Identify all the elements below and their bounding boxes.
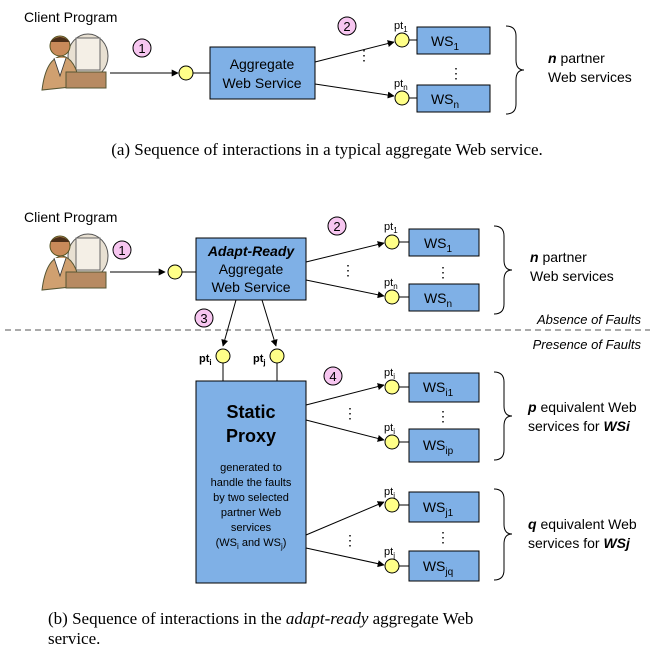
port-label-jq: ptj xyxy=(384,546,395,560)
wsj1-label: WSj1 xyxy=(423,499,454,519)
step-4-number: 4 xyxy=(329,369,336,384)
wsj1-box xyxy=(408,491,480,523)
ws1-port xyxy=(394,32,410,48)
wsn-box xyxy=(416,84,491,113)
ws1-label-b: WS1 xyxy=(424,235,453,255)
ws1-box xyxy=(416,26,491,55)
wsip-label: WSip xyxy=(423,437,454,457)
step-4-badge xyxy=(323,366,343,386)
svg-text:⋮: ⋮ xyxy=(341,262,355,278)
partner-brace-b xyxy=(493,225,513,315)
wsn-box-b xyxy=(408,283,480,312)
adapt-service-port xyxy=(167,264,183,280)
aggregate-service-box xyxy=(209,46,316,100)
svg-text:⋮: ⋮ xyxy=(436,408,450,424)
svg-text:⋮: ⋮ xyxy=(436,264,450,280)
partner-brace xyxy=(505,25,525,115)
port-label-n-b: ptn xyxy=(384,277,398,291)
step-1-number-b: 1 xyxy=(118,243,125,258)
client-program-label-b: Client Program xyxy=(24,209,117,225)
step-1-number: 1 xyxy=(138,41,145,56)
port-label-j1: ptj xyxy=(384,486,395,500)
proxy-port-label-j: ptj xyxy=(253,353,266,367)
proxy-title-1: Static xyxy=(226,402,275,422)
partner-label-1: n partner xyxy=(548,50,605,66)
presence-of-faults-label: Presence of Faults xyxy=(533,337,642,352)
caption-a: (a) Sequence of interactions in a typica… xyxy=(111,140,543,159)
equiv-q-label-2: services for WSj xyxy=(528,535,631,551)
step-2-number: 2 xyxy=(343,19,350,34)
port-label-i1: pti xyxy=(384,367,395,381)
svg-text:⋮: ⋮ xyxy=(343,532,357,548)
wsi1-box xyxy=(408,372,480,403)
step-1-badge xyxy=(132,38,152,58)
equiv-p-label-2: services for WSi xyxy=(528,418,631,434)
wsn-port xyxy=(394,90,410,106)
port-label-1: pt1 xyxy=(394,20,408,34)
panel-b: Client Program 1 Adapt-Ready Aggregate W… xyxy=(5,209,650,648)
proxy-desc-4: partner Web xyxy=(221,507,281,519)
step-1-badge-b xyxy=(112,240,132,260)
step-2-badge xyxy=(337,16,357,36)
step-3-badge xyxy=(194,308,214,328)
svg-text:⋮: ⋮ xyxy=(436,529,450,545)
equiv-p-label-1: p equivalent Web xyxy=(527,399,637,415)
proxy-desc-3: by two selected xyxy=(213,492,289,504)
proxy-desc-6: (WSi and WSj) xyxy=(216,537,287,551)
step-2-badge-b xyxy=(327,216,347,236)
port-label-ip: pti xyxy=(384,422,395,436)
step-3-number: 3 xyxy=(200,311,207,326)
ws1-label: WS1 xyxy=(431,33,460,53)
wsjq-label: WSjq xyxy=(423,558,453,578)
aggregate-label-1: Aggregate xyxy=(230,56,295,72)
partner-label-b-1: n partner xyxy=(530,249,587,265)
proxy-port-j xyxy=(269,348,285,364)
caption-b-line2: service. xyxy=(48,629,100,648)
proxy-desc-5: services xyxy=(231,522,272,534)
svg-text:⋮: ⋮ xyxy=(343,405,357,421)
client-person-icon-b xyxy=(41,233,109,291)
port-label-1-b: pt1 xyxy=(384,221,398,235)
vdots-a: ⋮ xyxy=(357,47,371,63)
aggregate-port xyxy=(178,65,194,81)
ws1-box-b xyxy=(408,228,480,257)
client-program-label: Client Program xyxy=(24,9,117,25)
equiv-p-brace xyxy=(493,371,513,461)
partner-label-b-2: Web services xyxy=(530,268,614,284)
static-proxy-box xyxy=(195,380,307,584)
client-person-icon xyxy=(41,33,109,91)
adapt-webservice-label: Web Service xyxy=(211,279,290,295)
proxy-desc-2: handle the faults xyxy=(211,477,292,489)
partner-label-2: Web services xyxy=(548,69,632,85)
caption-b-line1: (b) Sequence of interactions in the adap… xyxy=(48,609,473,628)
panel-a: Client Program 1 Aggregate Web Service 2… xyxy=(24,9,632,159)
wsn-label-b: WSn xyxy=(424,290,452,310)
wsn-label: WSn xyxy=(431,91,459,111)
wsjq-box xyxy=(408,550,480,582)
wsip-box xyxy=(408,428,480,463)
step-2-number-b: 2 xyxy=(333,219,340,234)
wsi1-label: WSi1 xyxy=(423,379,454,399)
proxy-desc-1: generated to xyxy=(220,462,282,474)
absence-of-faults-label: Absence of Faults xyxy=(536,312,642,327)
port-label-n: ptn xyxy=(394,78,408,92)
adapt-ready-label: Adapt-Ready xyxy=(207,243,296,259)
proxy-port-label-i: pti xyxy=(199,353,212,367)
equiv-q-brace xyxy=(493,488,513,581)
aggregate-label-2: Web Service xyxy=(222,75,301,91)
vdots-ws-a: ⋮ xyxy=(449,65,463,81)
proxy-title-2: Proxy xyxy=(226,426,276,446)
equiv-q-label-1: q equivalent Web xyxy=(528,516,637,532)
proxy-port-i xyxy=(215,348,231,364)
adapt-ready-service-box xyxy=(195,237,307,301)
adapt-aggregate-label: Aggregate xyxy=(219,261,284,277)
